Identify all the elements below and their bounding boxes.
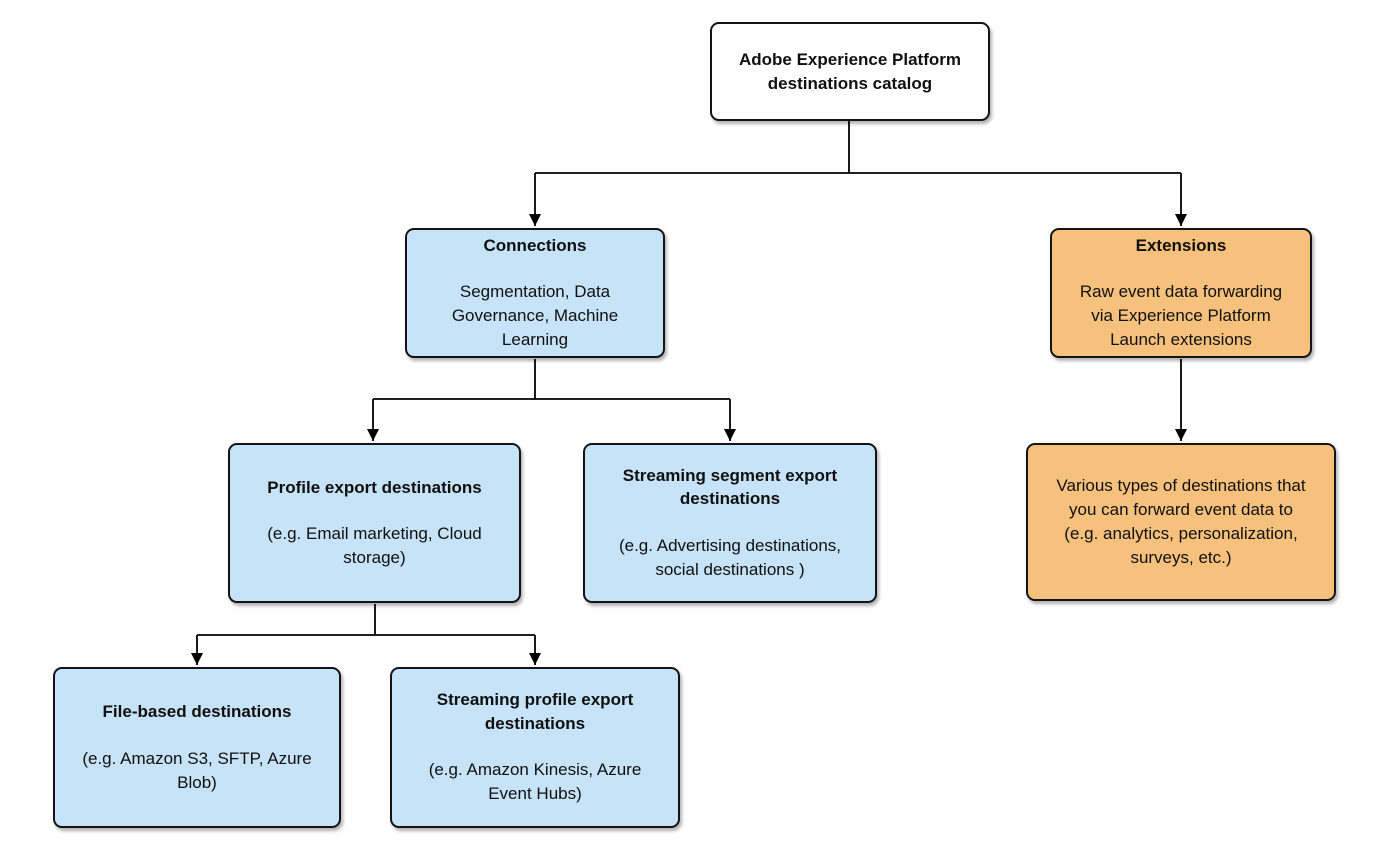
node-connections: Connections Segmentation, Data Governanc… [405,228,665,358]
connector-profile-trunk [197,604,535,636]
node-title: Connections [483,235,587,255]
node-body: Segmentation, Data Governance, Machine L… [451,282,619,350]
node-title: Adobe Experience Platform destinations c… [738,50,961,93]
node-extension-destinations: Various types of destinations that you c… [1026,443,1336,601]
node-streaming-profile-export-destinations: Streaming profile export destinations (e… [390,667,680,828]
node-body: Various types of destinations that you c… [1056,475,1306,568]
node-body: (e.g. Amazon Kinesis, Azure Event Hubs) [428,760,642,804]
node-streaming-segment-export-destinations: Streaming segment export destinations (e… [583,443,877,603]
node-title: Streaming segment export destinations [622,465,838,509]
node-file-based-destinations: File-based destinations (e.g. Amazon S3,… [53,667,341,828]
node-title: Streaming profile export destinations [436,690,634,733]
connector-connections-trunk [373,359,730,400]
node-body: (e.g. Amazon S3, SFTP, Azure Blob) [82,748,312,792]
node-extensions: Extensions Raw event data forwarding via… [1050,228,1312,358]
node-body: (e.g. Email marketing, Cloud storage) [267,524,482,568]
node-destinations-catalog: Adobe Experience Platform destinations c… [710,22,990,121]
node-body: Raw event data forwarding via Experience… [1079,282,1283,350]
node-title: Extensions [1135,235,1227,255]
node-title: File-based destinations [102,702,292,722]
node-profile-export-destinations: Profile export destinations (e.g. Email … [228,443,521,603]
node-title: Profile export destinations [267,477,482,497]
node-body: (e.g. Advertising destinations, social d… [618,535,842,579]
connector-root-trunk [535,121,1181,174]
